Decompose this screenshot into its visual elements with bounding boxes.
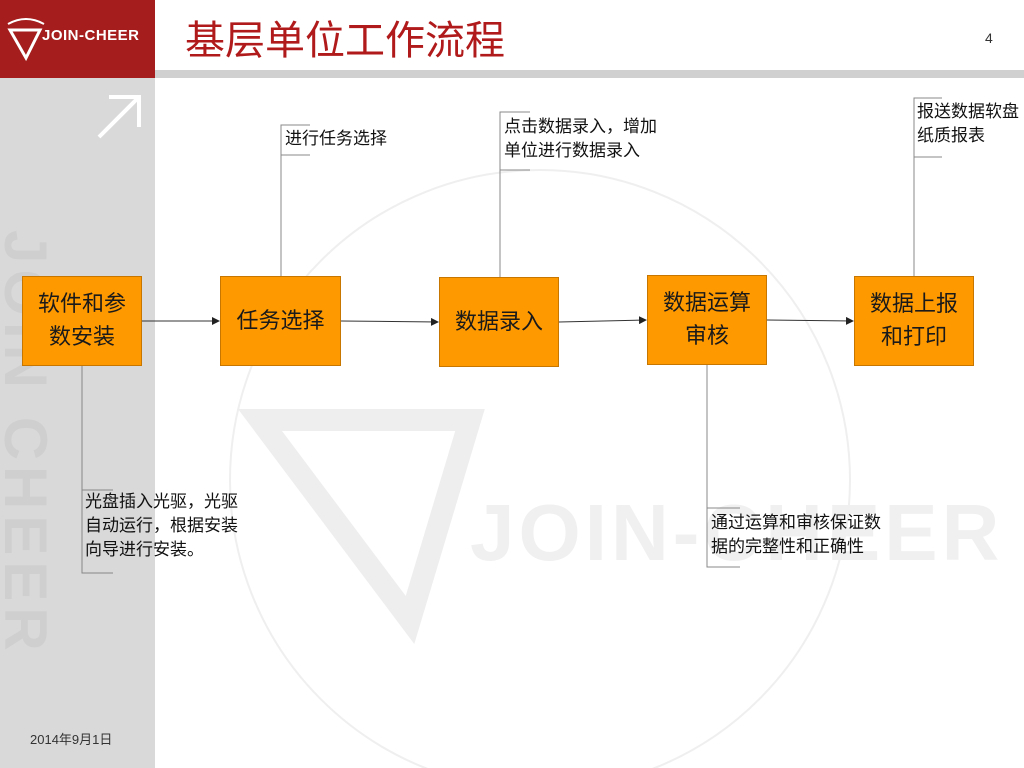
step-task-select[interactable]: 任务选择: [220, 276, 341, 366]
north-east-arrow-icon: [97, 95, 141, 139]
arrow-step4-step5: [766, 316, 854, 325]
page-number: 4: [985, 30, 993, 46]
step-software-install[interactable]: 软件和参 数安装: [22, 276, 142, 366]
callout-step3: [499, 111, 530, 277]
arrow-step3-step4: [558, 316, 647, 325]
page-title: 基层单位工作流程: [185, 18, 505, 64]
title-underline: [155, 70, 1024, 78]
callout-step4: [706, 364, 740, 568]
step-report-print[interactable]: 数据上报 和打印: [854, 276, 974, 366]
callout-step2: [280, 124, 310, 276]
logo-text: JOIN-CHEER: [42, 27, 140, 44]
note-task-select: 进行任务选择: [285, 129, 387, 149]
note-compute-review: 通过运算和审核保证数 据的完整性和正确性: [711, 513, 881, 557]
note-report-print: 报送数据软盘 纸质报表: [917, 102, 1019, 146]
footer-date: 2014年9月1日: [30, 732, 113, 747]
callout-step1: [81, 366, 113, 574]
step-data-entry[interactable]: 数据录入: [439, 277, 559, 367]
note-install: 光盘插入光驱，光驱 自动运行，根据安装 向导进行安装。: [85, 492, 238, 560]
step-compute-review[interactable]: 数据运算 审核: [647, 275, 767, 365]
note-data-entry: 点击数据录入，增加 单位进行数据录入: [504, 117, 657, 161]
brand-logo[interactable]: JOIN-CHEER: [0, 0, 155, 78]
sidebar-panel: [0, 0, 155, 768]
arrow-step2-step3: [340, 317, 439, 326]
join-cheer-logo-icon: [7, 18, 45, 62]
callout-step5: [913, 97, 942, 276]
